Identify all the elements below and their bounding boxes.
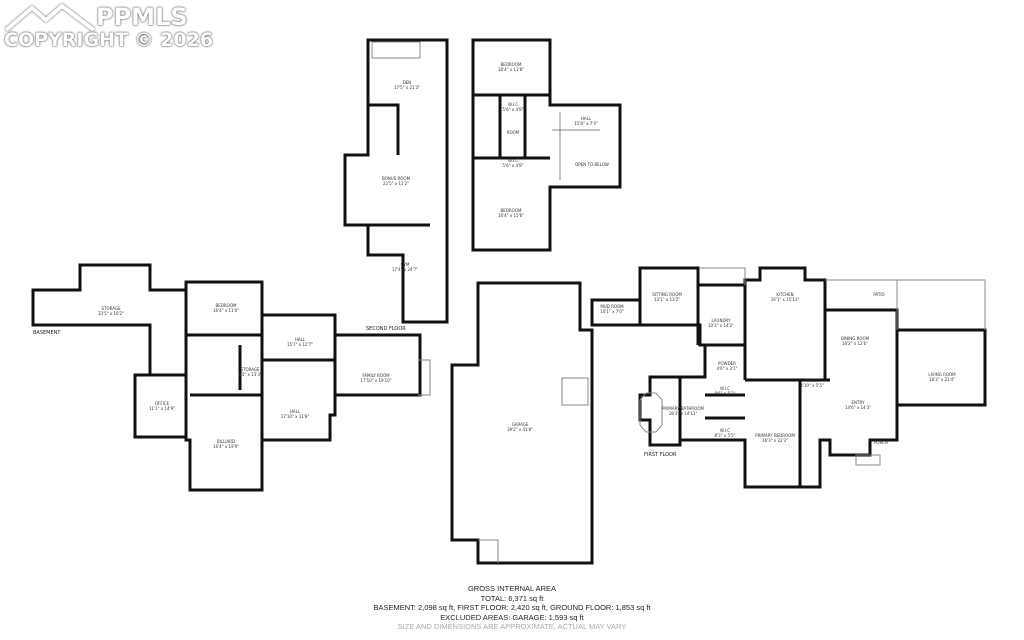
- room-name: KITCHEN: [776, 292, 793, 297]
- room-name: BEDROOM: [501, 208, 522, 213]
- room-name: BEDROOM: [501, 62, 522, 67]
- room-dims: 16'2" x 12'6": [842, 341, 868, 346]
- room-dims: 5'6" x 4'8": [503, 163, 524, 168]
- summary-note: SIZE AND DIMENSIONS ARE APPROXIMATE, ACT…: [397, 622, 627, 631]
- room-name: HALL: [581, 116, 592, 121]
- room-name: ROOM: [507, 130, 520, 135]
- room-name: W.I.C: [720, 428, 730, 433]
- room-name: BILLIARD: [217, 439, 235, 444]
- room-name: PRIMARY BEDROOM: [755, 433, 795, 438]
- room-dims: 5'5" x 13'3": [238, 372, 262, 377]
- room-name: W.I.C: [508, 158, 518, 163]
- room-name: SITTING ROOM: [652, 292, 682, 297]
- room-dims: 17'5" x 21'3": [394, 85, 420, 90]
- room-dims: 18'3" x 14'11": [669, 411, 698, 416]
- room-dims: 8'6" x 5'2": [715, 391, 736, 396]
- room-dims: 15'7" x 12'7": [287, 342, 313, 347]
- floor-label: FIRST FLOOR: [644, 452, 677, 458]
- room-dims: 4'10" x 5'5": [800, 383, 824, 388]
- room-dims: 8'3" x 5'5": [715, 433, 736, 438]
- room-dims: 10'3" x 14'2": [708, 323, 734, 328]
- room-name: W.I.C: [508, 102, 518, 107]
- room-name: LIVING ROOM: [928, 372, 956, 377]
- ppmls-watermark: PPMLS COPYRIGHT © 2026: [4, 4, 213, 50]
- room-dims: 33'5" x 16'2": [98, 311, 124, 316]
- first-floor-garage: [450, 281, 594, 565]
- summary-excluded: EXCLUDED AREAS: GARAGE: 1,593 sq ft: [440, 612, 584, 622]
- room-dims: 22'5" x 11'2": [383, 181, 409, 186]
- room-dims: 16'4" x 11'8": [498, 67, 524, 72]
- room-name: BEDROOM: [216, 303, 237, 308]
- room-name: PRIMARY BATHROOM: [662, 406, 704, 411]
- room-dims: 14'6" x 14'3": [845, 405, 871, 410]
- room-dims: 15'8" x 7'4": [574, 121, 598, 126]
- second-floor-right-wing: [471, 38, 622, 252]
- room-name: MUD ROOM: [600, 304, 624, 309]
- room-dims: 16'4" x 11'0": [213, 308, 239, 313]
- room-dims: 18'3" x 21'4": [929, 377, 955, 382]
- summary-total: TOTAL: 6,371 sq ft: [480, 593, 544, 603]
- room-name: PORCH: [874, 440, 888, 445]
- room-name: BONUS ROOM: [382, 176, 411, 181]
- floor-label: SECOND FLOOR: [366, 326, 406, 332]
- second-floor-labels: DEN 17'5" x 21'3" BONUS ROOM 22'5" x 11'…: [366, 62, 609, 332]
- room-dims: 16'4" x 19'9": [213, 444, 239, 449]
- summary-title: GROSS INTERNAL AREA: [467, 584, 557, 593]
- floor-label: BASEMENT: [33, 330, 61, 336]
- room-name: ENTRY: [852, 400, 865, 405]
- mountain-logo-icon: [4, 3, 96, 32]
- room-name: DINING ROOM: [841, 336, 870, 341]
- room-name: PANTRY: [804, 378, 820, 383]
- room-name: GARAGE: [512, 422, 529, 427]
- room-name: HALL: [290, 409, 301, 414]
- room-dims: 17'10" x 11'8": [281, 414, 310, 419]
- room-name: STORAGE: [101, 306, 121, 311]
- basement-labels: STORAGE 33'5" x 16'2" BEDROOM 16'4" x 11…: [33, 303, 392, 449]
- watermark-brand: PPMLS: [96, 3, 188, 31]
- room-dims: 39'2" x 41'8": [507, 427, 533, 432]
- room-dims: 4'6" x 3'1": [717, 366, 738, 371]
- second-floor-left-wing: [343, 38, 449, 324]
- room-name: OPEN TO BELOW: [575, 162, 609, 167]
- first-floor-house: [590, 266, 987, 489]
- summary-breakdown: BASEMENT: 2,098 sq ft, FIRST FLOOR: 2,42…: [373, 603, 651, 612]
- area-summary: GROSS INTERNAL AREA TOTAL: 6,371 sq ft B…: [300, 584, 724, 632]
- first-floor-labels: GARAGE 39'2" x 41'8" MUD ROOM 10'1" x 7'…: [507, 292, 956, 458]
- room-dims: 16'4" x 15'6": [498, 213, 524, 218]
- room-dims: 5'6" x 4'8": [503, 107, 524, 112]
- room-name: STORAGE: [240, 367, 260, 372]
- room-name: OFFICE: [155, 401, 170, 406]
- room-name: POWDER: [718, 361, 736, 366]
- watermark-copyright: COPYRIGHT © 2026: [4, 29, 214, 51]
- room-dims: 17'4" x 24'7": [392, 267, 418, 272]
- room-dims: 16'3" x 22'3": [762, 438, 788, 443]
- room-dims: 16'1" x 15'11": [771, 297, 800, 302]
- room-name: HALL: [295, 337, 306, 342]
- room-name: W.I.C: [720, 386, 730, 391]
- room-name: LAUNDRY: [711, 318, 731, 323]
- room-name: PATIO: [873, 292, 884, 297]
- room-dims: 17'10" x 19'10": [360, 378, 391, 383]
- room-name: GYM: [401, 262, 410, 267]
- room-name: DEN: [403, 80, 412, 85]
- basement-plan: [31, 263, 431, 492]
- room-dims: 11'1" x 14'9": [149, 406, 175, 411]
- room-dims: 10'1" x 7'0": [600, 309, 624, 314]
- room-name: FAMILY ROOM: [362, 373, 390, 378]
- room-dims: 13'1" x 13'2": [654, 297, 680, 302]
